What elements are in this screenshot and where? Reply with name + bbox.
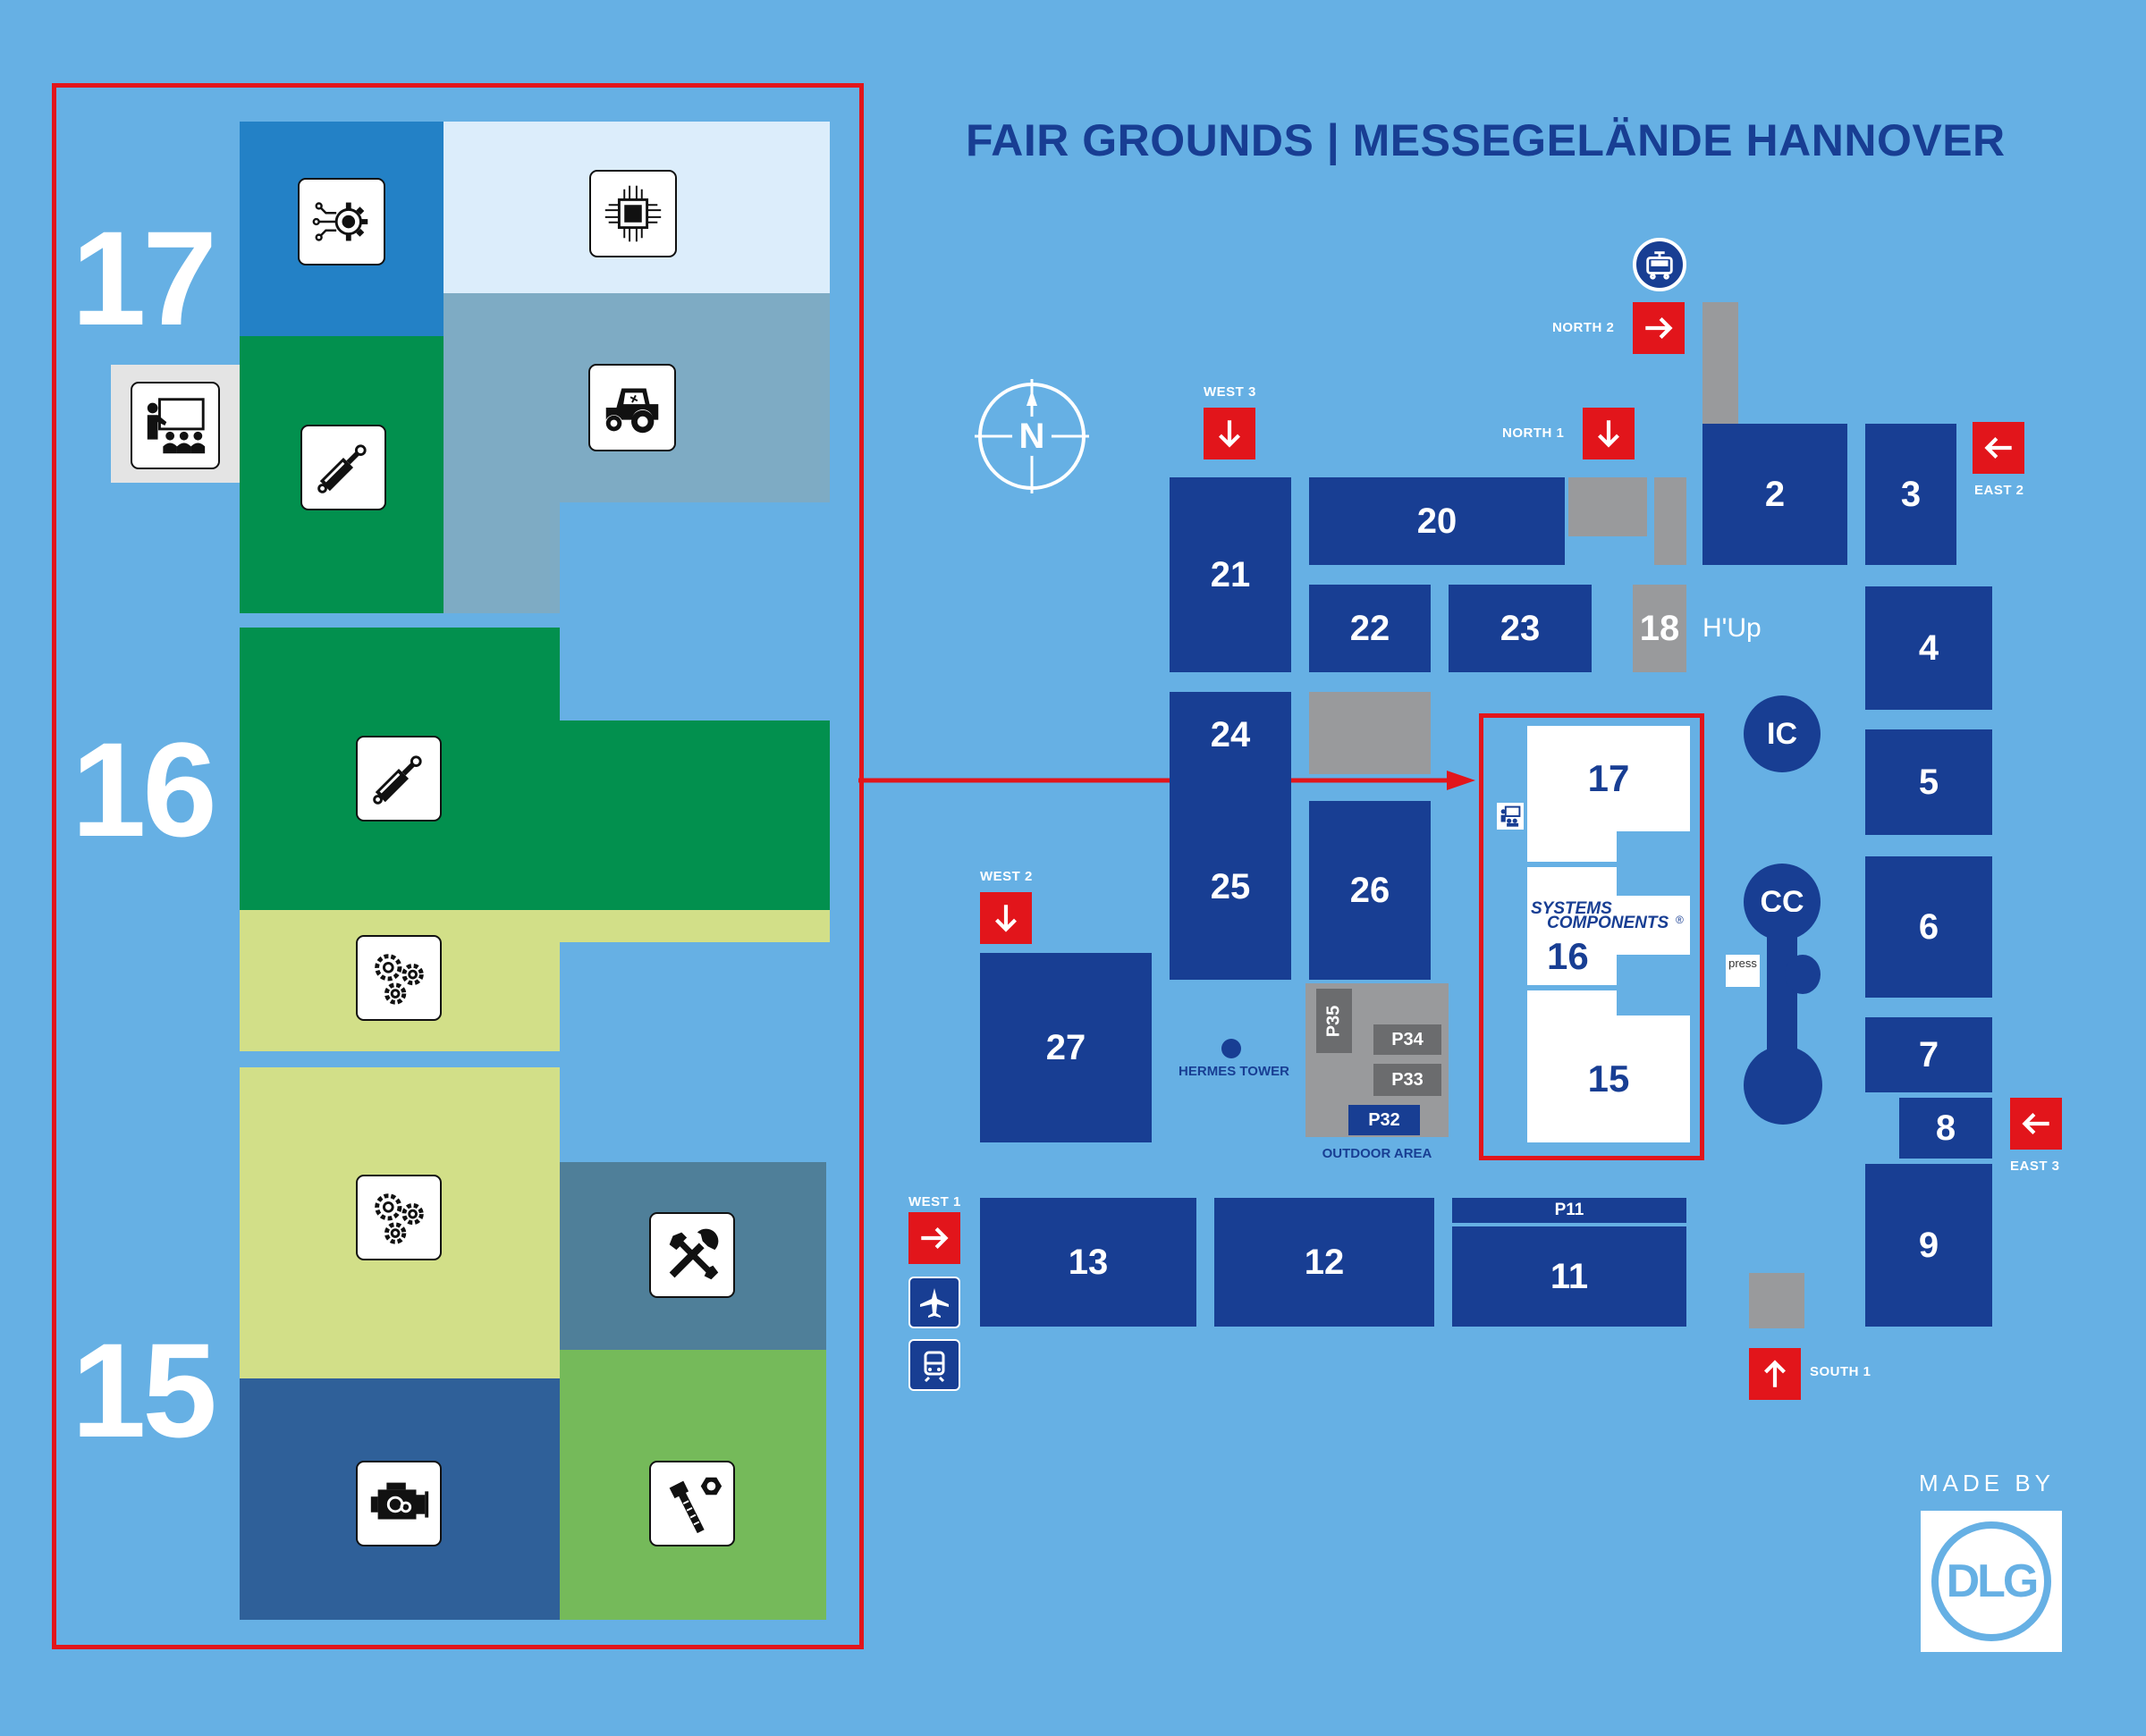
gray-building [1654, 477, 1686, 565]
parking-p35[interactable]: P35 [1316, 989, 1352, 1053]
hall-2[interactable]: 2 [1702, 424, 1847, 565]
hermes-tower-marker[interactable] [1221, 1039, 1241, 1058]
chip-icon [589, 170, 677, 257]
hall-26[interactable]: 26 [1309, 801, 1431, 980]
hall-11[interactable]: 11 [1452, 1226, 1686, 1327]
detail-connector-arrow [858, 771, 1475, 790]
hall-3[interactable]: 3 [1865, 424, 1956, 565]
hall-23[interactable]: 23 [1449, 585, 1592, 672]
hall-7[interactable]: 7 [1865, 1017, 1992, 1092]
gray-building [1702, 302, 1738, 424]
page-title: FAIR GROUNDS | MESSEGELÄNDE HANNOVER [966, 115, 2006, 165]
compass-north-label: N [1018, 417, 1045, 456]
gate-north2-arrow[interactable] [1633, 302, 1685, 354]
gate-west3-arrow[interactable] [1204, 408, 1255, 459]
press-label[interactable]: press [1726, 955, 1760, 987]
hall-25-divider [1170, 778, 1291, 794]
wrench-screwdriver-icon [649, 1212, 735, 1298]
highlight-frame [1479, 713, 1704, 1160]
zone-hydraulics-16-right [560, 721, 830, 910]
hall-16[interactable] [1527, 867, 1617, 985]
presentation-icon [131, 382, 220, 469]
engine-icon [356, 1461, 442, 1546]
gears-icon [356, 935, 442, 1021]
hall-16-label: 16 [1547, 935, 1589, 977]
hall-12[interactable]: 12 [1214, 1198, 1434, 1327]
brand-logo-line1: SYSTEMS [1531, 899, 1612, 918]
dlg-logo-text: DLG [1946, 1555, 2040, 1607]
hall-24[interactable]: 24 [1170, 692, 1291, 778]
hall-13[interactable]: 13 [980, 1198, 1196, 1327]
brand-logo-reg: ® [1676, 914, 1684, 926]
gate-west3-label: WEST 3 [1204, 384, 1256, 400]
gate-north2-label: NORTH 2 [1552, 320, 1615, 335]
gate-north1-arrow[interactable] [1583, 408, 1635, 459]
gray-building [1309, 692, 1431, 774]
parking-p35-label: P35 [1323, 1005, 1344, 1037]
tractor-icon [588, 364, 676, 451]
hall-9[interactable]: 9 [1865, 1164, 1992, 1327]
parking-p32[interactable]: P32 [1348, 1105, 1420, 1135]
p11-strip[interactable]: P11 [1452, 1198, 1686, 1223]
gate-west1-label: WEST 1 [908, 1194, 961, 1209]
hall-8[interactable]: 8 [1899, 1098, 1992, 1159]
tram-icon [1633, 238, 1686, 291]
airplane-icon [908, 1277, 960, 1328]
detail-hall-15-label: 15 [72, 1315, 217, 1465]
hall-25[interactable]: 25 [1170, 794, 1291, 980]
gate-south1-arrow[interactable] [1749, 1348, 1801, 1400]
outdoor-area-label: OUTDOOR AREA [1322, 1146, 1432, 1161]
gate-west1-arrow[interactable] [908, 1212, 960, 1264]
hup-label: H'Up [1702, 613, 1762, 643]
hall-5[interactable]: 5 [1865, 729, 1992, 835]
zone-tractor-lower [444, 502, 560, 613]
gate-east3-label: EAST 3 [2010, 1159, 2060, 1174]
zone-drive-technology-16-right [560, 910, 830, 942]
gate-east3-arrow[interactable] [2010, 1098, 2062, 1150]
brand-logo-line2: COMPONENTS [1547, 914, 1669, 932]
gate-west2-arrow[interactable] [980, 892, 1032, 944]
gate-east2-arrow[interactable] [1973, 422, 2024, 474]
hall-22[interactable]: 22 [1309, 585, 1431, 672]
dlg-logo: DLG [1921, 1511, 2062, 1652]
forum-mini-icon [1497, 803, 1524, 830]
made-by-label: MADE BY [1919, 1470, 2056, 1496]
hall-20[interactable]: 20 [1309, 477, 1565, 565]
parking-p34[interactable]: P34 [1373, 1024, 1441, 1055]
gray-building [1749, 1273, 1804, 1328]
detail-frame [52, 83, 864, 1649]
hydraulic-cylinder-icon [300, 425, 386, 510]
gear-circuit-icon [298, 178, 385, 265]
hall-27[interactable]: 27 [980, 953, 1152, 1142]
ic-building[interactable]: IC [1744, 695, 1821, 772]
gray-building [1568, 477, 1647, 536]
compass-icon [975, 379, 1089, 493]
hall-15-label: 15 [1587, 1058, 1630, 1100]
detail-hall-17-label: 17 [72, 203, 217, 353]
hydraulic-cylinder-icon [356, 736, 442, 822]
hermes-tower-label: HERMES TOWER [1179, 1064, 1289, 1079]
bolt-nut-icon [649, 1461, 735, 1546]
hall-17-label: 17 [1587, 757, 1630, 799]
gate-north1-label: NORTH 1 [1502, 426, 1565, 441]
gate-south1-label: SOUTH 1 [1810, 1364, 1871, 1379]
detail-hall-16-label: 16 [72, 714, 217, 864]
gate-east2-label: EAST 2 [1974, 483, 2024, 498]
hall-17[interactable]: 17 [1527, 726, 1690, 831]
hall-18[interactable]: 18 [1633, 585, 1686, 672]
hall-21[interactable]: 21 [1170, 477, 1291, 672]
hall-6[interactable]: 6 [1865, 856, 1992, 998]
hall-16-right [1617, 896, 1690, 955]
cc-lower-circle [1744, 1046, 1822, 1125]
hall-4[interactable]: 4 [1865, 586, 1992, 710]
parking-p33[interactable]: P33 [1373, 1064, 1441, 1096]
gears-icon [356, 1175, 442, 1260]
cc-side-bump [1785, 955, 1821, 994]
train-icon [908, 1339, 960, 1391]
hall-17-lower [1527, 831, 1617, 862]
gate-west2-label: WEST 2 [980, 869, 1033, 884]
hall-15-right: 15 [1527, 1015, 1690, 1142]
